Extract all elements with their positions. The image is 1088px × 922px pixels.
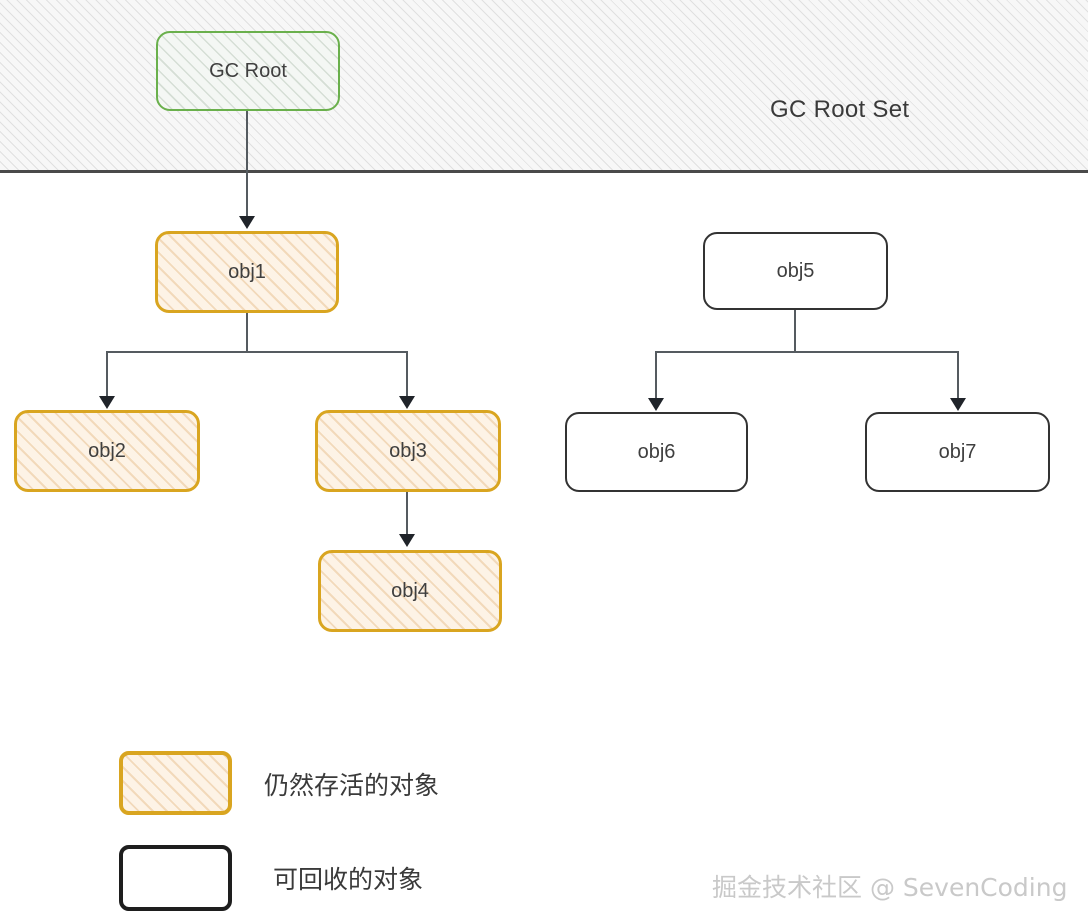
edge-obj5-split-stem — [794, 310, 797, 353]
node-obj5-label: obj5 — [776, 259, 815, 282]
node-obj6-label: obj6 — [637, 440, 676, 463]
gc-root-set-divider — [0, 170, 1088, 173]
node-obj2[interactable]: obj2 — [14, 410, 200, 492]
edge-obj5-split-bar — [656, 351, 959, 354]
edge-obj3-obj4 — [406, 492, 409, 539]
arrowhead-obj1-obj3 — [399, 396, 415, 409]
edge-obj1-split-bar — [107, 351, 407, 354]
arrowhead-obj5-obj6 — [648, 398, 664, 411]
edge-obj5-obj7 — [957, 351, 960, 403]
edge-obj1-split-stem — [246, 313, 249, 353]
node-gcroot[interactable]: GC Root — [156, 31, 340, 111]
node-obj2-label: obj2 — [88, 439, 126, 462]
arrowhead-obj5-obj7 — [950, 398, 966, 411]
legend-swatch-recyclable — [119, 845, 232, 911]
arrowhead-gcroot-obj1 — [239, 216, 255, 229]
edge-gcroot-obj1 — [246, 111, 249, 221]
node-obj3[interactable]: obj3 — [315, 410, 501, 492]
gc-root-set-label: GC Root Set — [770, 96, 910, 123]
arrowhead-obj1-obj2 — [99, 396, 115, 409]
legend-label-recyclable: 可回收的对象 — [273, 865, 424, 894]
gc-root-set-band — [0, 0, 1088, 172]
node-obj7-label: obj7 — [938, 440, 977, 463]
node-obj7[interactable]: obj7 — [865, 412, 1050, 492]
node-obj6[interactable]: obj6 — [565, 412, 748, 492]
edge-obj1-obj2 — [106, 351, 109, 401]
edge-obj1-obj3 — [406, 351, 409, 401]
node-gcroot-label: GC Root — [209, 59, 287, 82]
arrowhead-obj3-obj4 — [399, 534, 415, 547]
node-obj3-label: obj3 — [389, 439, 427, 462]
node-obj1[interactable]: obj1 — [155, 231, 339, 313]
node-obj4-label: obj4 — [391, 579, 429, 602]
watermark-text: 掘金技术社区 @ SevenCoding — [712, 873, 1068, 902]
legend-swatch-alive — [119, 751, 232, 815]
edge-obj5-obj6 — [655, 351, 658, 403]
node-obj5[interactable]: obj5 — [703, 232, 888, 310]
node-obj1-label: obj1 — [228, 260, 266, 283]
legend-label-alive: 仍然存活的对象 — [264, 771, 440, 800]
node-obj4[interactable]: obj4 — [318, 550, 502, 632]
